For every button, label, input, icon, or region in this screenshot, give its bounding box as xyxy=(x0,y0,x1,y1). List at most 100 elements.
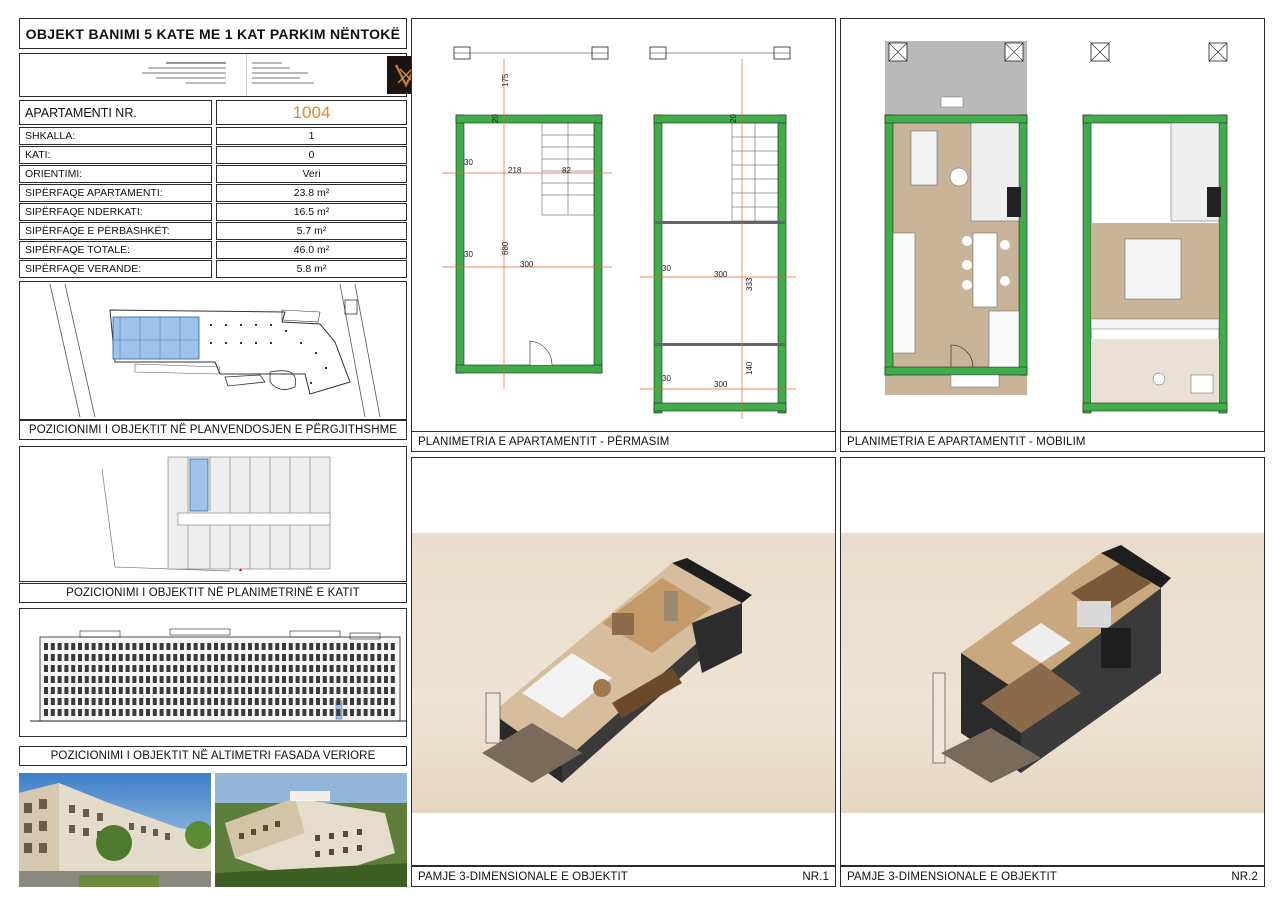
facade-window xyxy=(207,709,212,716)
facade-window xyxy=(125,687,130,694)
facade-window xyxy=(44,665,48,672)
facade-window xyxy=(139,676,144,683)
facade-window xyxy=(214,665,218,672)
facade-window xyxy=(50,676,55,683)
dim-label-82: 82 xyxy=(562,166,571,175)
roof-element xyxy=(289,630,341,638)
facade-window xyxy=(356,698,361,705)
facade-window xyxy=(336,698,341,705)
furnished-plan-drawing xyxy=(884,41,1228,414)
facade-window xyxy=(166,654,171,661)
facade-window xyxy=(254,654,259,661)
facade-window xyxy=(105,676,110,683)
facade-window xyxy=(275,676,280,683)
plan-furnished-caption: PLANIMETRIA E APARTAMENTIT - MOBILIM xyxy=(840,431,1265,452)
dimension-plan-drawing: 175 20 218 82 30 30 680 300 xyxy=(442,46,796,419)
facade-window xyxy=(316,665,320,672)
facade-window xyxy=(78,643,82,650)
facade-window xyxy=(343,665,348,672)
facade-window xyxy=(105,643,110,650)
facade-window xyxy=(84,687,89,694)
facade-window xyxy=(159,687,164,694)
facade-window xyxy=(302,654,307,661)
facade-window xyxy=(207,676,212,683)
facade-window xyxy=(343,643,348,650)
facade-window xyxy=(384,709,388,716)
facade-window xyxy=(241,709,246,716)
facade-window xyxy=(390,687,395,694)
furnished-plan-lower-level xyxy=(884,41,1028,395)
facade-window xyxy=(159,676,164,683)
company-text-block-2 xyxy=(252,60,342,94)
facade-window xyxy=(275,709,280,716)
facade-window xyxy=(71,676,76,683)
facade-window xyxy=(193,676,198,683)
apartment-row-label: KATI: xyxy=(19,146,212,164)
facade-window xyxy=(84,643,89,650)
facade-window xyxy=(248,654,252,661)
facade-window xyxy=(356,709,361,716)
facade-window xyxy=(288,676,293,683)
facade-window xyxy=(390,665,395,672)
facade-window xyxy=(139,698,144,705)
facade-window xyxy=(146,665,150,672)
facade-window xyxy=(152,643,157,650)
facade-window xyxy=(125,665,130,672)
dim-label-30-b: 30 xyxy=(464,250,473,259)
facade-window xyxy=(139,665,144,672)
facade-window xyxy=(220,654,225,661)
facade-window xyxy=(57,698,62,705)
apartment-row-value: Veri xyxy=(216,165,407,183)
facade-window xyxy=(288,665,293,672)
facade-window xyxy=(390,654,395,661)
facade-window xyxy=(44,698,48,705)
facade-window xyxy=(254,687,259,694)
facade-window xyxy=(91,665,96,672)
floor-position-caption: POZICIONIMI I OBJEKTIT NË PLANIMETRINË E… xyxy=(19,583,407,603)
facade-window xyxy=(390,643,395,650)
facade-window xyxy=(180,654,184,661)
facade-window xyxy=(295,687,300,694)
dim-label-218: 218 xyxy=(508,166,522,175)
facade-window xyxy=(57,709,62,716)
facade-window xyxy=(200,654,205,661)
facade-window xyxy=(343,709,348,716)
company-text-block-1 xyxy=(138,60,228,94)
facade-window xyxy=(105,709,110,716)
company-divider xyxy=(246,54,247,96)
floor-position-panel: ▲ xyxy=(19,446,407,582)
facade-window xyxy=(370,665,375,672)
facade-window xyxy=(220,643,225,650)
facade-window xyxy=(350,676,354,683)
facade-window xyxy=(152,698,157,705)
facade-window xyxy=(166,698,171,705)
dim-label-680: 680 xyxy=(501,241,510,255)
facade-window xyxy=(50,643,55,650)
facade-window xyxy=(159,665,164,672)
facade-window xyxy=(322,654,327,661)
facade-window xyxy=(282,687,286,694)
facade-window xyxy=(227,698,232,705)
facade-window xyxy=(139,643,144,650)
facade-window xyxy=(309,676,314,683)
facade-window xyxy=(50,687,55,694)
facade-window xyxy=(166,665,171,672)
facade-window xyxy=(132,687,137,694)
facade-window xyxy=(112,665,116,672)
facade-window xyxy=(159,709,164,716)
facade-window xyxy=(288,643,293,650)
facade-window xyxy=(309,709,314,716)
facade-window xyxy=(200,676,205,683)
facade-window xyxy=(98,665,103,672)
facade-window xyxy=(241,676,246,683)
facade-window xyxy=(329,643,334,650)
facade-window xyxy=(200,687,205,694)
facade-window xyxy=(302,665,307,672)
facade-window xyxy=(377,709,382,716)
facade-window xyxy=(384,643,388,650)
facade-window xyxy=(254,698,259,705)
plan-furnished-panel xyxy=(840,18,1265,432)
facade-window xyxy=(356,676,361,683)
facade-window xyxy=(295,654,300,661)
